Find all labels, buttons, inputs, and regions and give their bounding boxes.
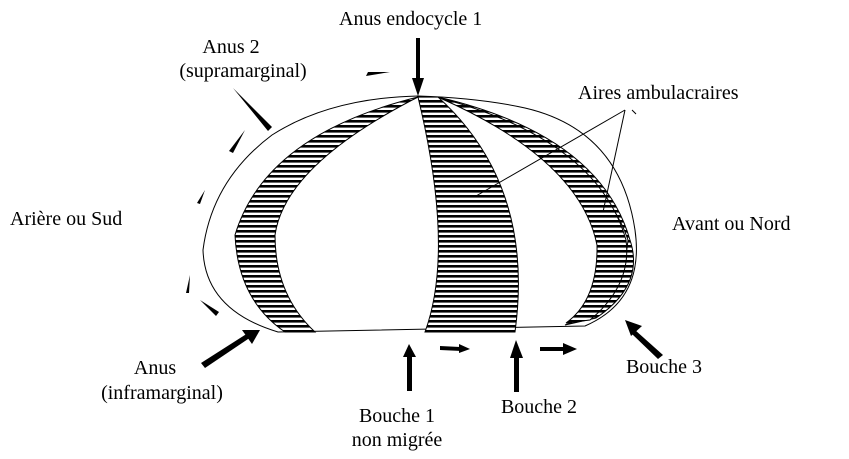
label-anus-endocycle: Anus endocycle 1 xyxy=(339,8,482,30)
arrow-bouche-migration-2 xyxy=(540,343,577,355)
label-ariere-sud: Arière ou Sud xyxy=(10,208,122,230)
arrow-bouche3 xyxy=(625,320,663,359)
label-bouche2: Bouche 2 xyxy=(501,396,577,418)
label-anus-line2: (inframarginal) xyxy=(101,382,223,404)
label-anus2-line1: Anus 2 xyxy=(202,36,259,58)
label-bouche1-line2: non migrée xyxy=(352,429,443,451)
arrow-anus-endocycle xyxy=(412,38,424,96)
label-bouche3: Bouche 3 xyxy=(626,356,702,378)
label-anus2-line2: (supramarginal) xyxy=(179,60,306,82)
label-anus-line1: Anus xyxy=(134,357,176,379)
arrow-bouche1 xyxy=(403,344,416,391)
label-aires-ambulacraires: Aires ambulacraires xyxy=(578,82,739,104)
arrow-bouche2 xyxy=(510,340,523,392)
label-avant-nord: Avant ou Nord xyxy=(672,213,791,235)
arrow-bouche-migration-1 xyxy=(440,344,470,353)
arrow-anus-inframarginal xyxy=(201,330,260,368)
label-bouche1-line1: Bouche 1 xyxy=(359,405,435,427)
